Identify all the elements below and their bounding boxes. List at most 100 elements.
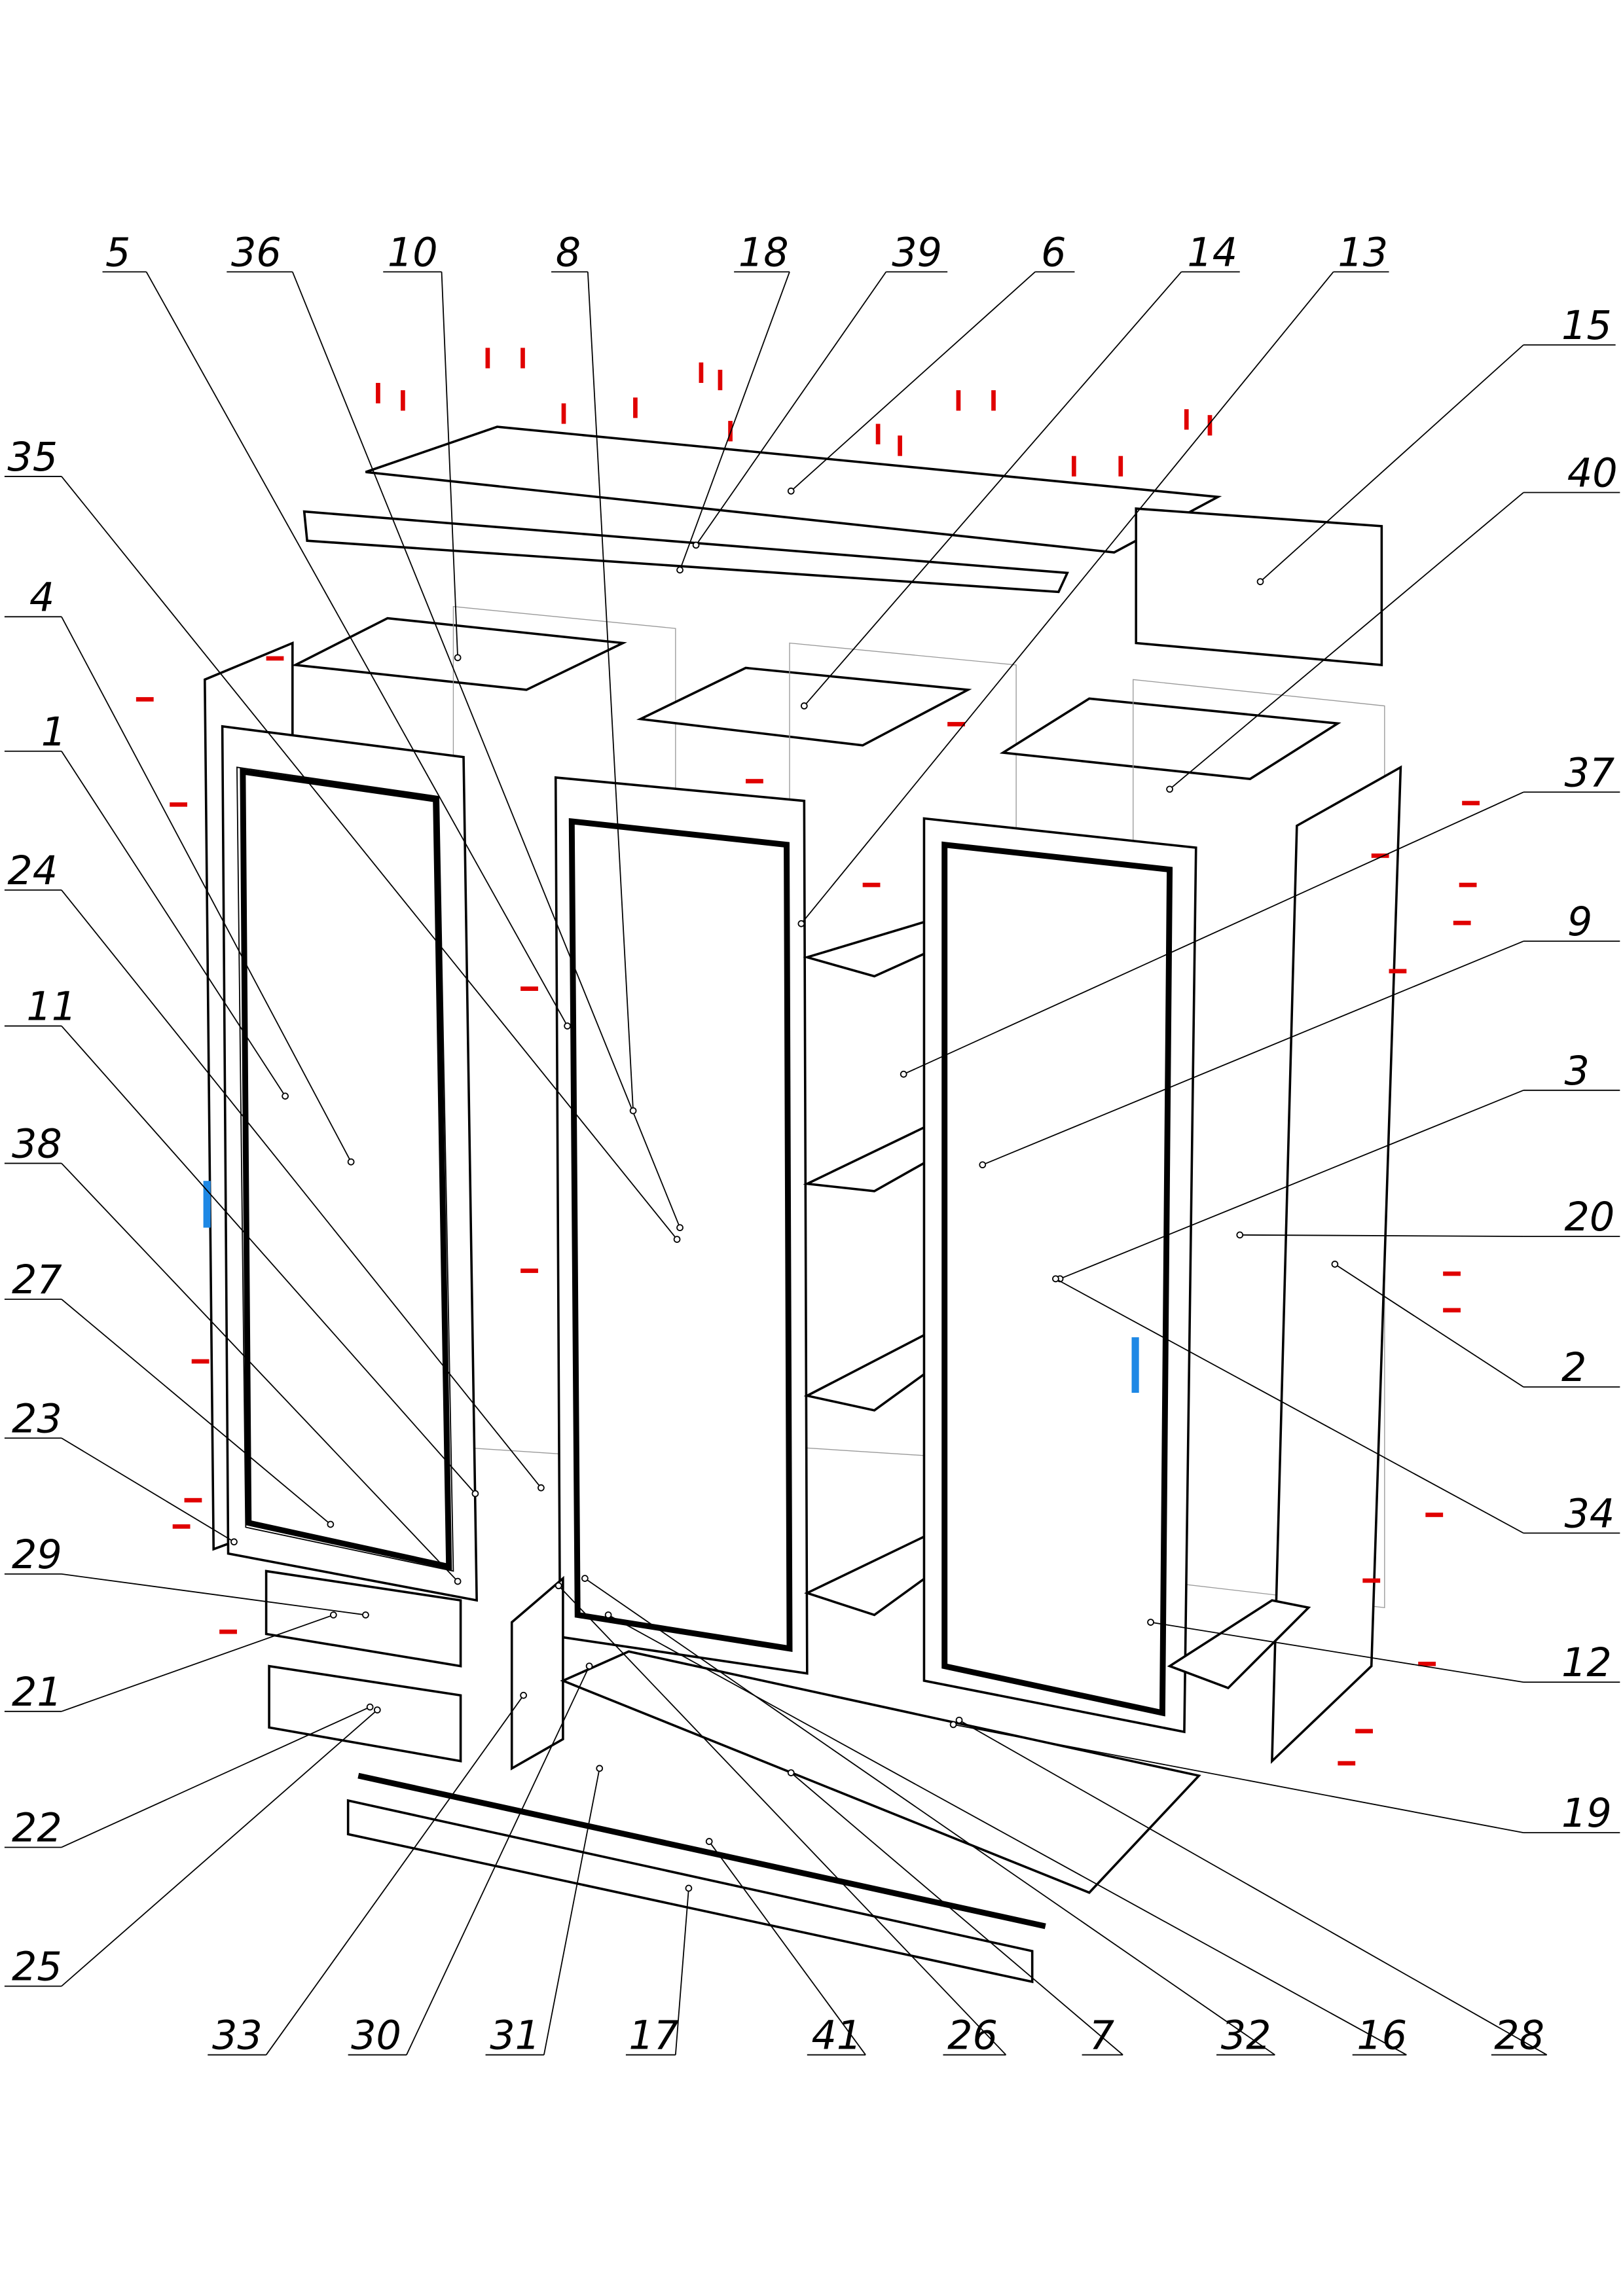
leader-point [676, 1224, 684, 1232]
leader-line [903, 791, 1524, 1075]
callout-5: 5 [102, 230, 571, 1030]
callout-35: 35 [4, 435, 681, 1243]
leader-line [61, 1706, 371, 1848]
leader-line [406, 1666, 590, 2055]
leader-line [587, 272, 634, 1111]
callout-28: 28 [955, 1716, 1548, 2059]
callout-8: 8 [551, 230, 637, 1115]
leader-line [1055, 1278, 1524, 1534]
leader-point [979, 1161, 987, 1169]
left-top-shelf [291, 617, 627, 691]
leader-point [797, 920, 805, 927]
leader-point [900, 1070, 907, 1078]
leader-line [790, 271, 1036, 492]
bottom-panel [560, 1650, 1201, 1894]
callout-38: 38 [4, 1122, 462, 1585]
leader-point [629, 1107, 637, 1115]
leader-point [581, 1575, 589, 1582]
part-number: 11 [26, 984, 77, 1030]
leader-point [685, 1884, 693, 1892]
top-front-rail [302, 510, 1069, 594]
callout-31: 31 [485, 1765, 604, 2059]
leader-point [1256, 578, 1264, 586]
fasteners [136, 348, 1480, 1766]
callout-40: 40 [1166, 451, 1620, 793]
part-number: 9 [1567, 899, 1592, 945]
leader-line [1239, 1234, 1523, 1237]
callout-15: 15 [1256, 303, 1616, 586]
callout-4: 4 [4, 575, 355, 1166]
part-number: 27 [12, 1257, 62, 1303]
callout-14: 14 [800, 230, 1240, 709]
callout-33: 33 [208, 1691, 527, 2059]
part-number: 32 [1221, 2013, 1271, 2059]
part-number: 7 [1089, 2013, 1114, 2059]
leader-point [282, 1092, 289, 1100]
callout-17: 17 [625, 1884, 693, 2059]
leader-line [265, 1695, 524, 2056]
leader-point [596, 1765, 604, 1772]
callout-6: 6 [787, 230, 1075, 495]
callout-23: 23 [4, 1396, 238, 1546]
leader-point [949, 1721, 957, 1729]
leader-line [61, 751, 286, 1097]
callout-26: 26 [555, 1582, 1007, 2059]
leader-point [564, 1022, 571, 1030]
part-number: 41 [812, 2013, 862, 2059]
part-number: 40 [1567, 451, 1618, 497]
leader-point [1147, 1619, 1154, 1626]
callout-27: 27 [4, 1257, 335, 1528]
part-number: 26 [947, 2013, 998, 2059]
callout-36: 36 [227, 230, 684, 1232]
leader-line [674, 1888, 689, 2055]
leader-line [803, 271, 1182, 707]
callout-9: 9 [979, 899, 1620, 1169]
part-number: 19 [1561, 1791, 1612, 1837]
callout-10: 10 [383, 230, 462, 662]
leader-point [538, 1484, 545, 1492]
part-number: 38 [12, 1122, 62, 1168]
callout-37: 37 [900, 750, 1620, 1078]
leader-line [61, 616, 352, 1162]
callout-1: 1 [4, 709, 289, 1100]
leader-line [1059, 1089, 1524, 1280]
right-top-shelf [999, 697, 1341, 781]
leader-line [958, 1719, 1548, 2056]
part-number: 8 [556, 230, 581, 276]
leader-point [347, 1158, 355, 1166]
leader-point [1166, 785, 1173, 793]
drawer-front-upper [264, 1570, 462, 1668]
part-number: 35 [7, 435, 58, 480]
callout-32: 32 [581, 1575, 1275, 2059]
leader-line [145, 271, 568, 1026]
callout-12: 12 [1147, 1619, 1620, 1686]
part-number: 33 [212, 2013, 263, 2059]
callout-19: 19 [949, 1721, 1620, 1837]
wardrobe-drawing [136, 348, 1480, 1984]
leader-point [585, 1662, 593, 1670]
leader-line [61, 889, 542, 1488]
leader-point [373, 1706, 381, 1713]
leader-line [558, 1585, 1007, 2056]
leader-line [584, 1577, 1275, 2056]
leader-line [61, 1614, 334, 1712]
part-number: 2 [1561, 1345, 1586, 1391]
callout-18: 18 [676, 230, 790, 574]
part-number: 25 [12, 1945, 62, 1990]
leader-point [471, 1490, 479, 1498]
drawer-box [510, 1575, 564, 1770]
leader-line [1150, 1621, 1524, 1683]
leader-line [790, 1772, 1123, 2056]
callout-13: 13 [797, 230, 1389, 927]
part-number: 34 [1564, 1491, 1614, 1537]
part-number: 24 [7, 848, 58, 894]
callout-3: 3 [1056, 1049, 1620, 1283]
drawer-front-lower [268, 1664, 462, 1763]
right-door-handle [1131, 1337, 1139, 1393]
callout-11: 11 [4, 984, 479, 1498]
leader-line [679, 272, 790, 571]
part-number: 39 [892, 230, 942, 276]
part-number: 36 [231, 230, 282, 276]
callout-25: 25 [4, 1706, 381, 1990]
leader-point [329, 1611, 337, 1619]
